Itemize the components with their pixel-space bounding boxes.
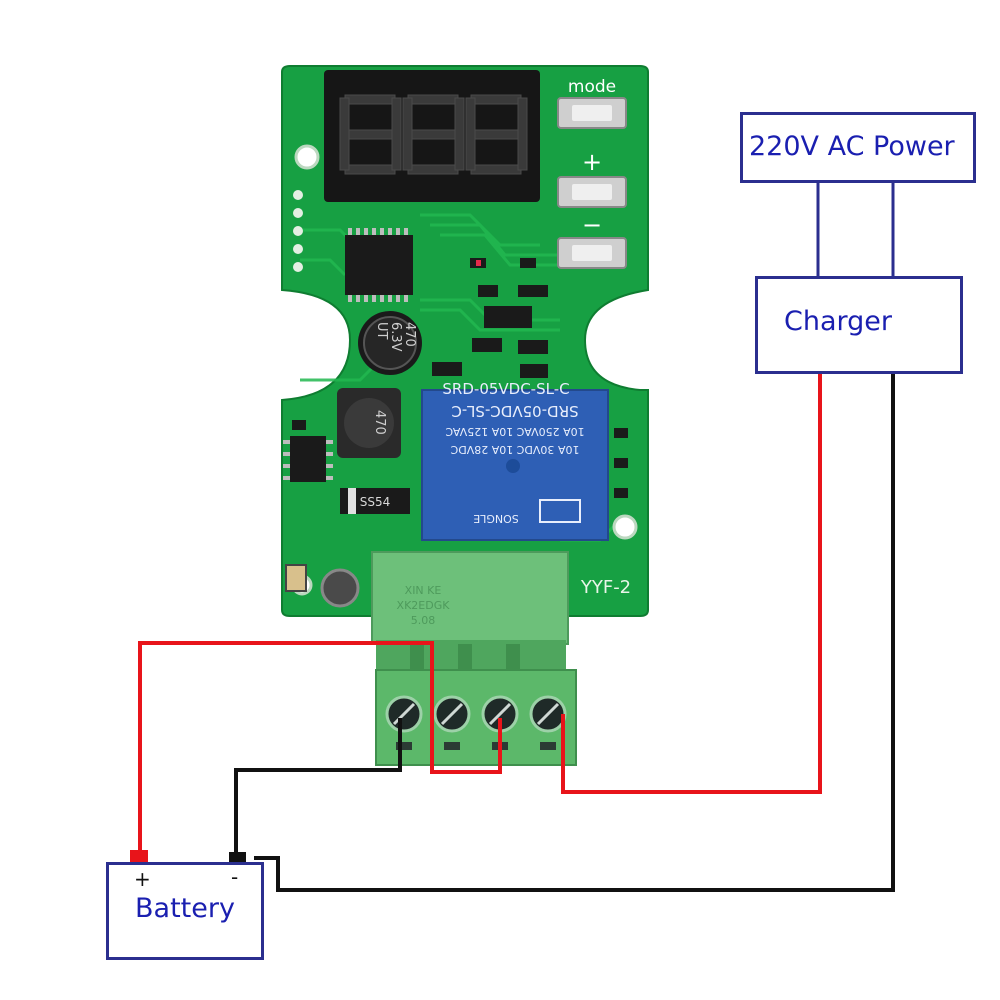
- diode-text: SS54: [360, 495, 391, 509]
- wire-battery-negative: [234, 718, 402, 856]
- charger-label: Charger: [784, 306, 892, 337]
- regulator-chip: [283, 436, 333, 482]
- terminal-text-2: XK2EDGK: [397, 599, 451, 612]
- relay-rating-1: 10A 250VAC 10A 125VAC: [445, 425, 585, 438]
- terminal-text-1: XIN KE: [405, 584, 442, 597]
- minus-label: −: [582, 211, 602, 239]
- screw-terminal-2[interactable]: [433, 695, 471, 733]
- electrolytic-capacitor: UT 6.3V 470: [358, 311, 422, 375]
- mount-hole: [294, 144, 320, 170]
- battery-plus-label: +: [134, 867, 151, 891]
- board-model-label: YYF-2: [580, 577, 631, 598]
- capacitor-text-1: UT: [374, 322, 389, 340]
- schottky-diode: SS54: [340, 488, 410, 514]
- relay-model-text: SRD-05VDC-SL-C: [451, 402, 578, 420]
- capacitor-text-2: 6.3V: [388, 322, 403, 352]
- capacitor-text-3: 470: [402, 322, 417, 347]
- battery-positive-terminal: [130, 850, 148, 864]
- ac-power-box: 220V AC Power: [740, 112, 976, 183]
- wire-charger-negative: [254, 374, 895, 892]
- relay: SRD-05VDC-SL-C SRD-05VDC-SL-C 10A 250VAC…: [421, 380, 609, 541]
- plus-button[interactable]: [557, 176, 627, 208]
- ac-power-label: 220V AC Power: [749, 131, 955, 162]
- seven-segment-display: [324, 70, 540, 202]
- terminal-block: XIN KE XK2EDGK 5.08: [371, 551, 577, 766]
- power-inductor: 470: [337, 388, 401, 458]
- screw-terminal-4[interactable]: [529, 695, 567, 733]
- relay-control-board: mode + −: [281, 65, 649, 617]
- inductor-text: 470: [372, 410, 387, 435]
- mode-label: mode: [568, 77, 616, 97]
- microcontroller-chip: [345, 228, 413, 302]
- screw-terminal-1[interactable]: [385, 695, 423, 733]
- battery-minus-label: -: [231, 865, 239, 889]
- small-capacitor: [320, 568, 360, 608]
- mode-button[interactable]: [557, 97, 627, 129]
- battery-label: Battery: [135, 893, 235, 924]
- mount-hole: [612, 514, 638, 540]
- minus-button[interactable]: [557, 237, 627, 269]
- battery-box: + - Battery: [106, 862, 264, 960]
- relay-model: SRD-05VDC-SL-C: [442, 380, 569, 398]
- relay-rating-2: 10A 30VDC 10A 28VDC: [450, 443, 579, 456]
- charger-box: Charger: [755, 276, 963, 374]
- plus-label: +: [582, 148, 602, 176]
- terminal-text-3: 5.08: [411, 614, 436, 627]
- wire-battery-positive: [138, 641, 502, 852]
- relay-brand: SONGLE: [473, 512, 519, 525]
- wire-charger-positive: [561, 374, 822, 794]
